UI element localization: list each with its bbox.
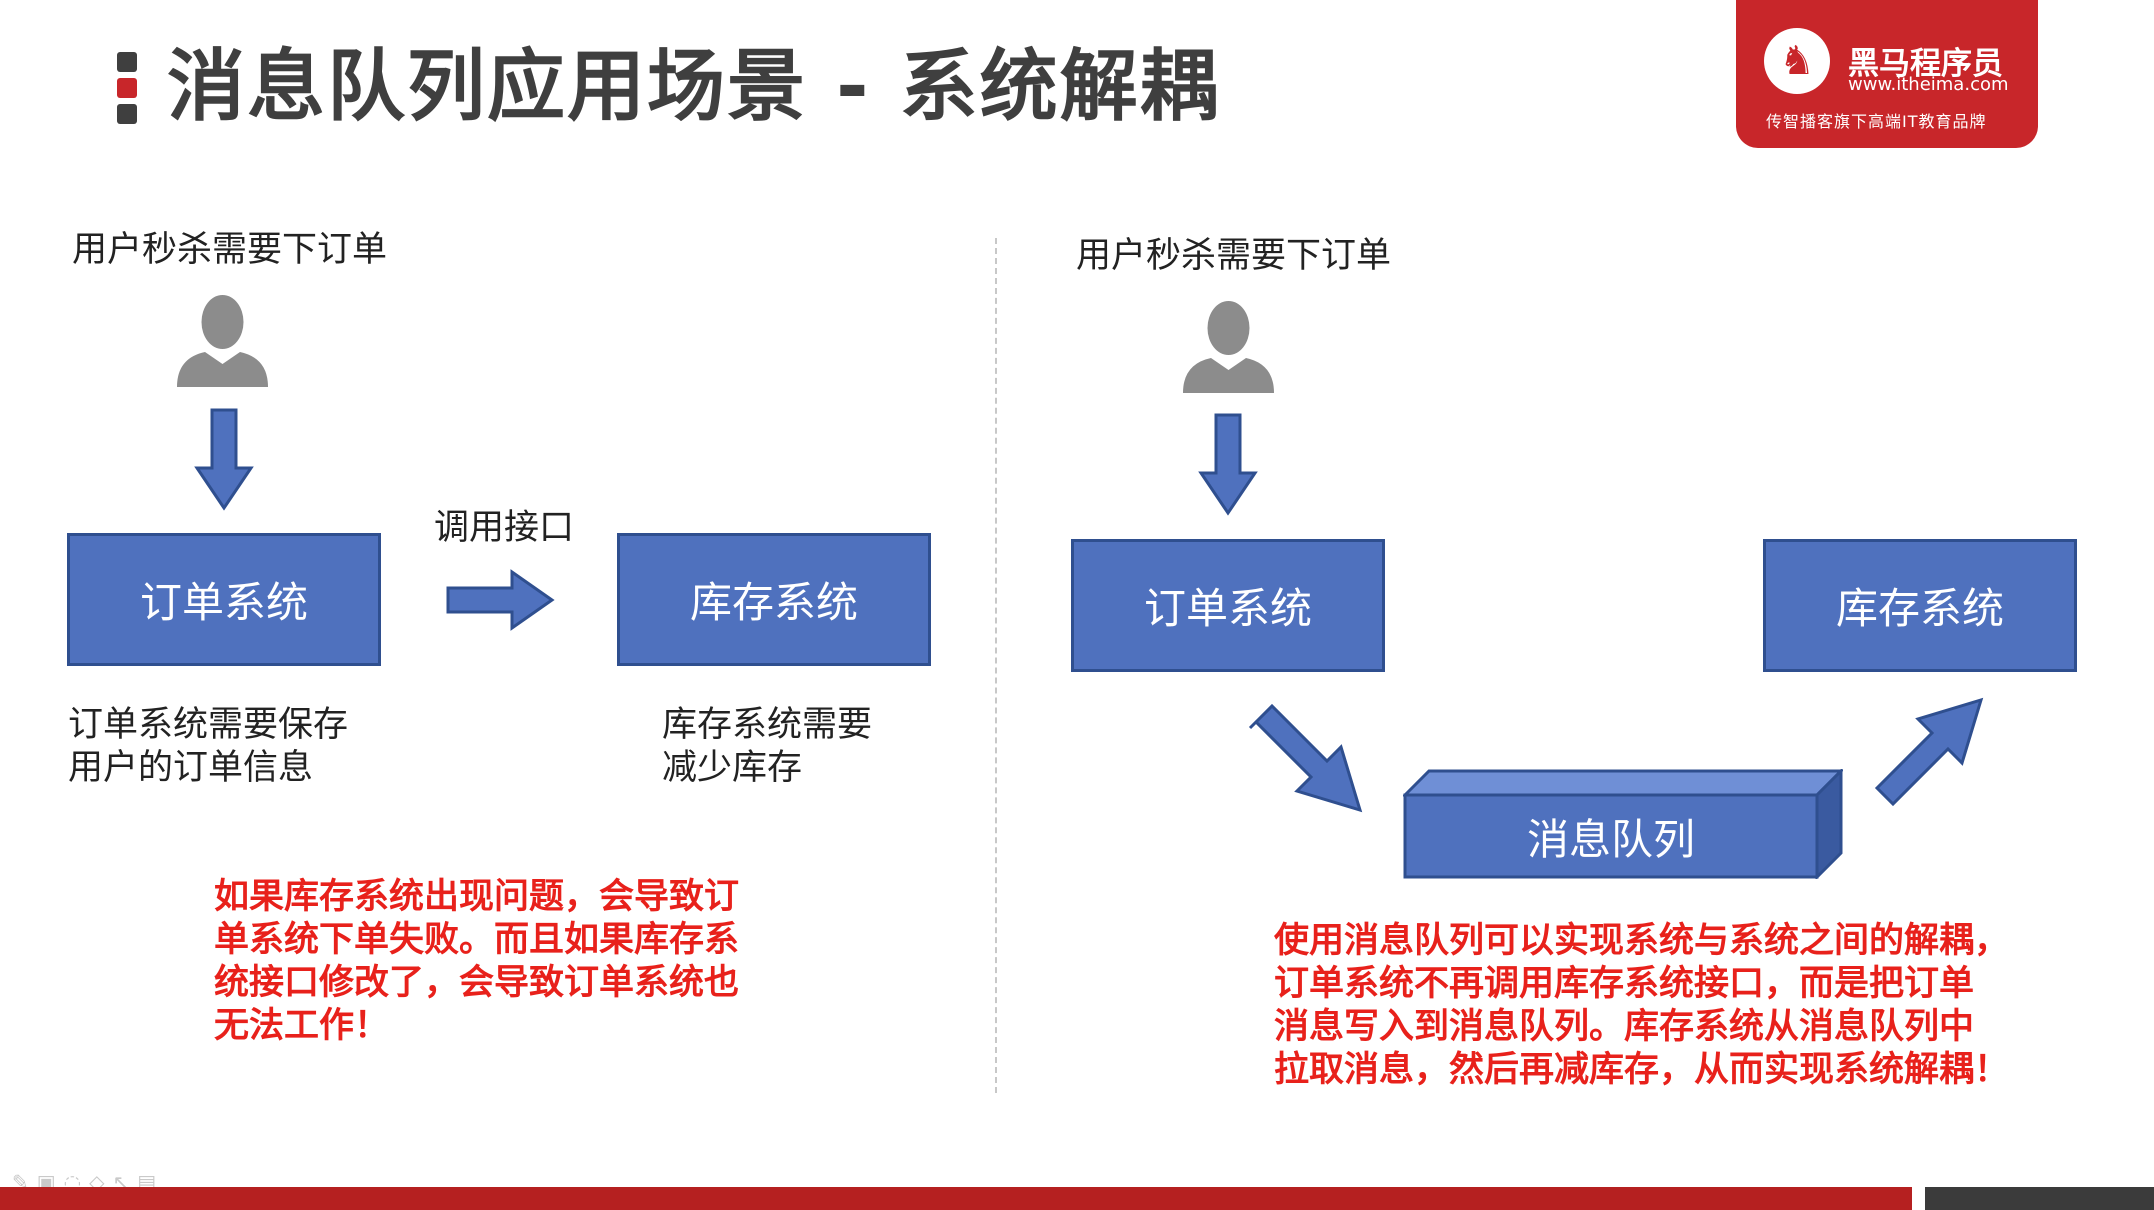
order-system-desc: 订单系统需要保存 用户的订单信息 <box>68 704 348 790</box>
warning-line-2: 单系统下单失败。而且如果库存系 <box>214 920 740 960</box>
left-order-system-label: 订单系统 <box>139 578 308 627</box>
page-title: 消息队列应用场景 - 系统解耦 <box>167 42 1220 132</box>
warning-line-4: 无法工作！ <box>214 1006 390 1046</box>
brand-logo: ♞ 黑马程序员 www.itheima.com 传智播客旗下高端IT教育品牌 <box>1736 0 2038 148</box>
right-order-system-box: 订单系统 <box>1071 539 1385 672</box>
left-right-arrow-icon <box>446 569 555 631</box>
right-user-label: 用户秒杀需要下订单 <box>1076 236 1392 276</box>
warning-line-1: 如果库存系统出现问题，会导致订 <box>214 877 740 917</box>
footer-bar-gray <box>1925 1187 2154 1210</box>
explanation-line-1: 使用消息队列可以实现系统与系统之间的解耦， <box>1274 921 2010 961</box>
coupling-warning: 如果库存系统出现问题，会导致订 单系统下单失败。而且如果库存系 统接口修改了，会… <box>214 876 739 1048</box>
order-desc-line-1: 订单系统需要保存 <box>68 705 349 745</box>
left-order-system-box: 订单系统 <box>67 533 381 666</box>
message-queue-label: 消息队列 <box>1526 814 1695 864</box>
logo-name: 黑马程序员 <box>1848 46 2003 82</box>
order-to-queue-arrow-icon <box>1248 703 1363 813</box>
horse-logo-icon: ♞ <box>1764 28 1830 94</box>
right-order-system-label: 订单系统 <box>1143 584 1312 633</box>
explanation-line-2: 订单系统不再调用库存系统接口，而是把订单 <box>1274 964 1975 1004</box>
title-bullet-1 <box>117 52 137 72</box>
right-inventory-system-label: 库存系统 <box>1835 584 2004 633</box>
title-bullet-2 <box>117 78 137 98</box>
left-user-icon <box>177 295 268 387</box>
left-user-label: 用户秒杀需要下订单 <box>72 230 388 270</box>
inventory-system-desc: 库存系统需要 减少库存 <box>662 704 872 790</box>
call-interface-label: 调用接口 <box>434 508 575 548</box>
message-queue-box <box>1403 769 1843 879</box>
title-bullet-3 <box>117 104 137 124</box>
left-inventory-system-box: 库存系统 <box>617 533 931 666</box>
left-inventory-system-label: 库存系统 <box>689 578 858 627</box>
decoupling-explanation: 使用消息队列可以实现系统与系统之间的解耦， 订单系统不再调用库存系统接口，而是把… <box>1274 920 2009 1092</box>
logo-url: www.itheima.com <box>1848 74 2009 95</box>
right-down-arrow-icon <box>1198 413 1258 516</box>
queue-to-inventory-arrow-icon <box>1874 697 1984 807</box>
inventory-desc-line-2: 减少库存 <box>662 748 803 788</box>
section-divider <box>995 238 997 1093</box>
right-user-icon <box>1183 301 1274 393</box>
logo-slogan: 传智播客旗下高端IT教育品牌 <box>1766 112 1987 131</box>
explanation-line-3: 消息写入到消息队列。库存系统从消息队列中 <box>1274 1007 1975 1047</box>
footer-bar-red <box>0 1187 1912 1210</box>
right-inventory-system-box: 库存系统 <box>1763 539 2077 672</box>
explanation-line-4: 拉取消息，然后再减库存，从而实现系统解耦！ <box>1274 1050 2010 1090</box>
inventory-desc-line-1: 库存系统需要 <box>662 705 873 745</box>
order-desc-line-2: 用户的订单信息 <box>68 748 314 788</box>
warning-line-3: 统接口修改了，会导致订单系统也 <box>214 963 740 1003</box>
left-down-arrow-icon <box>194 408 254 511</box>
